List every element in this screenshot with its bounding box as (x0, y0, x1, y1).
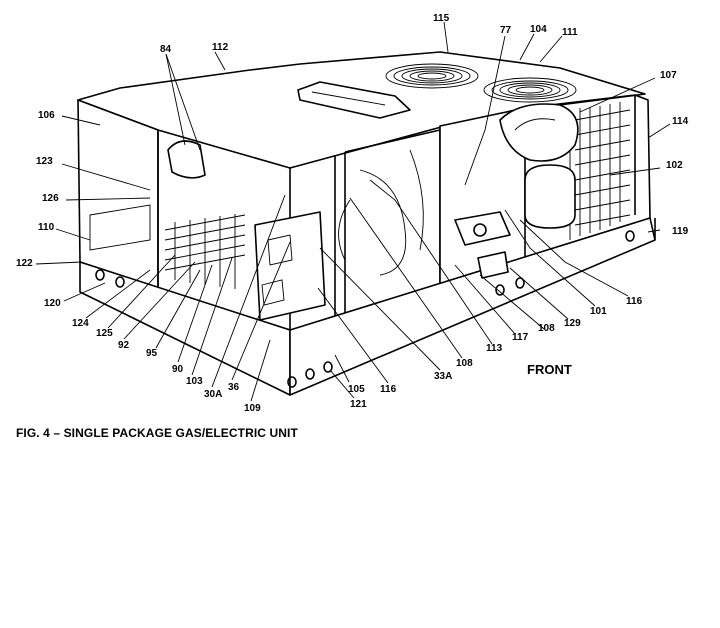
callout-116b: 116 (380, 384, 397, 395)
callout-121: 121 (350, 399, 367, 410)
callout-105: 105 (348, 384, 365, 395)
callout-122: 122 (16, 258, 33, 269)
unit-drawing (77, 51, 656, 396)
front-label: FRONT (527, 362, 572, 377)
callout-108a: 108 (538, 323, 555, 334)
callout-109: 109 (244, 403, 261, 414)
callout-114: 114 (672, 116, 689, 127)
leader-lines (35, 21, 671, 402)
callout-126: 126 (42, 193, 59, 204)
callout-30A: 30A (204, 389, 222, 400)
callout-102: 102 (666, 160, 683, 171)
callout-115: 115 (433, 13, 450, 24)
figure-caption: FIG. 4 – SINGLE PACKAGE GAS/ELECTRIC UNI… (16, 426, 298, 440)
callout-103: 103 (186, 376, 203, 387)
callout-125: 125 (96, 328, 113, 339)
callout-33A: 33A (434, 371, 452, 382)
callout-117: 117 (512, 332, 529, 343)
callout-95: 95 (146, 348, 158, 359)
callout-120: 120 (44, 298, 61, 309)
callout-124: 124 (72, 318, 89, 329)
callout-labels: 84 112 115 77 104 111 107 106 114 123 10… (16, 13, 689, 414)
callout-101: 101 (590, 306, 607, 317)
callout-90: 90 (172, 364, 184, 375)
callout-106: 106 (38, 110, 55, 121)
callout-116a: 116 (626, 296, 643, 307)
callout-113: 113 (486, 343, 503, 354)
callout-36: 36 (228, 382, 240, 393)
callout-129: 129 (564, 318, 581, 329)
callout-112: 112 (212, 42, 229, 53)
callout-119: 119 (672, 226, 689, 237)
callout-123: 123 (36, 156, 53, 167)
callout-84: 84 (160, 44, 172, 55)
callout-77: 77 (500, 25, 512, 36)
callout-92: 92 (118, 340, 130, 351)
callout-108b: 108 (456, 358, 473, 369)
callout-104: 104 (530, 24, 547, 35)
callout-107: 107 (660, 70, 677, 81)
callout-111: 111 (562, 27, 578, 38)
callout-110: 110 (38, 222, 55, 233)
